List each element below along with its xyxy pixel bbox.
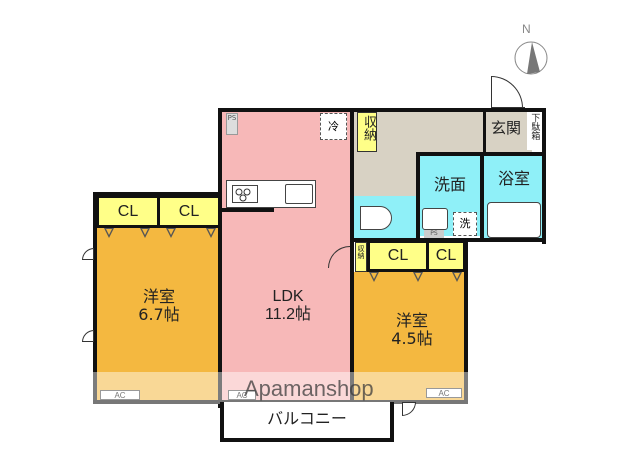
toilet-icon xyxy=(360,206,392,230)
ldk-label: LDK 11.2帖 xyxy=(222,288,354,325)
closet-3: CL xyxy=(367,240,429,272)
washer-space: 洗 xyxy=(453,212,477,236)
western-room-a-label: 洋室 6.7帖 xyxy=(138,287,180,325)
closet-2: CL xyxy=(157,195,221,228)
ac-room-b: AC xyxy=(426,388,462,398)
ldk-size: 11.2帖 xyxy=(265,306,311,324)
wash-basin-icon xyxy=(422,208,448,230)
watermark: Apamanshop xyxy=(244,376,374,401)
balcony-door[interactable] xyxy=(402,402,416,416)
compass-north-label: N xyxy=(522,22,531,36)
storage-main: 収納 xyxy=(357,112,377,152)
ac-ldk: AC xyxy=(228,390,256,400)
shoe-box: 下駄箱 xyxy=(527,112,543,150)
ac-room-a: AC xyxy=(100,390,140,400)
sink-icon xyxy=(285,184,313,204)
door-a2[interactable] xyxy=(82,330,94,342)
stove-icon xyxy=(232,185,258,203)
balcony: バルコニー xyxy=(220,402,394,442)
ps-top: PS xyxy=(226,113,238,135)
bathtub-icon xyxy=(487,202,541,238)
western-room-a: 洋室 6.7帖 xyxy=(96,228,222,400)
ldk-name: LDK xyxy=(272,288,304,305)
watermark-band xyxy=(93,372,468,400)
balcony-label: バルコニー xyxy=(267,409,347,428)
bathroom: 浴室 xyxy=(484,156,544,240)
storage-small: 収納 xyxy=(355,242,367,272)
shoe-box-label: 下駄箱 xyxy=(529,113,540,140)
western-room-b-label: 洋室 4.5帖 xyxy=(391,311,433,349)
fridge-space: 冷 xyxy=(320,113,347,140)
entrance: 玄関 xyxy=(486,112,526,150)
western-room-b: 洋室 4.5帖 xyxy=(354,272,466,400)
entrance-label: 玄関 xyxy=(490,119,521,137)
compass-icon xyxy=(514,41,548,75)
kitchen-counter xyxy=(226,180,316,208)
toilet xyxy=(354,196,416,240)
washroom: 洗面 洗 xyxy=(420,156,480,236)
door-a1[interactable] xyxy=(82,248,94,260)
washroom-label: 洗面 xyxy=(433,175,466,194)
ps-wash: PS xyxy=(424,230,444,238)
compass: N xyxy=(513,22,549,82)
closet-1: CL xyxy=(96,195,160,228)
bathroom-label: 浴室 xyxy=(497,169,530,188)
closet-4: CL xyxy=(426,240,466,272)
